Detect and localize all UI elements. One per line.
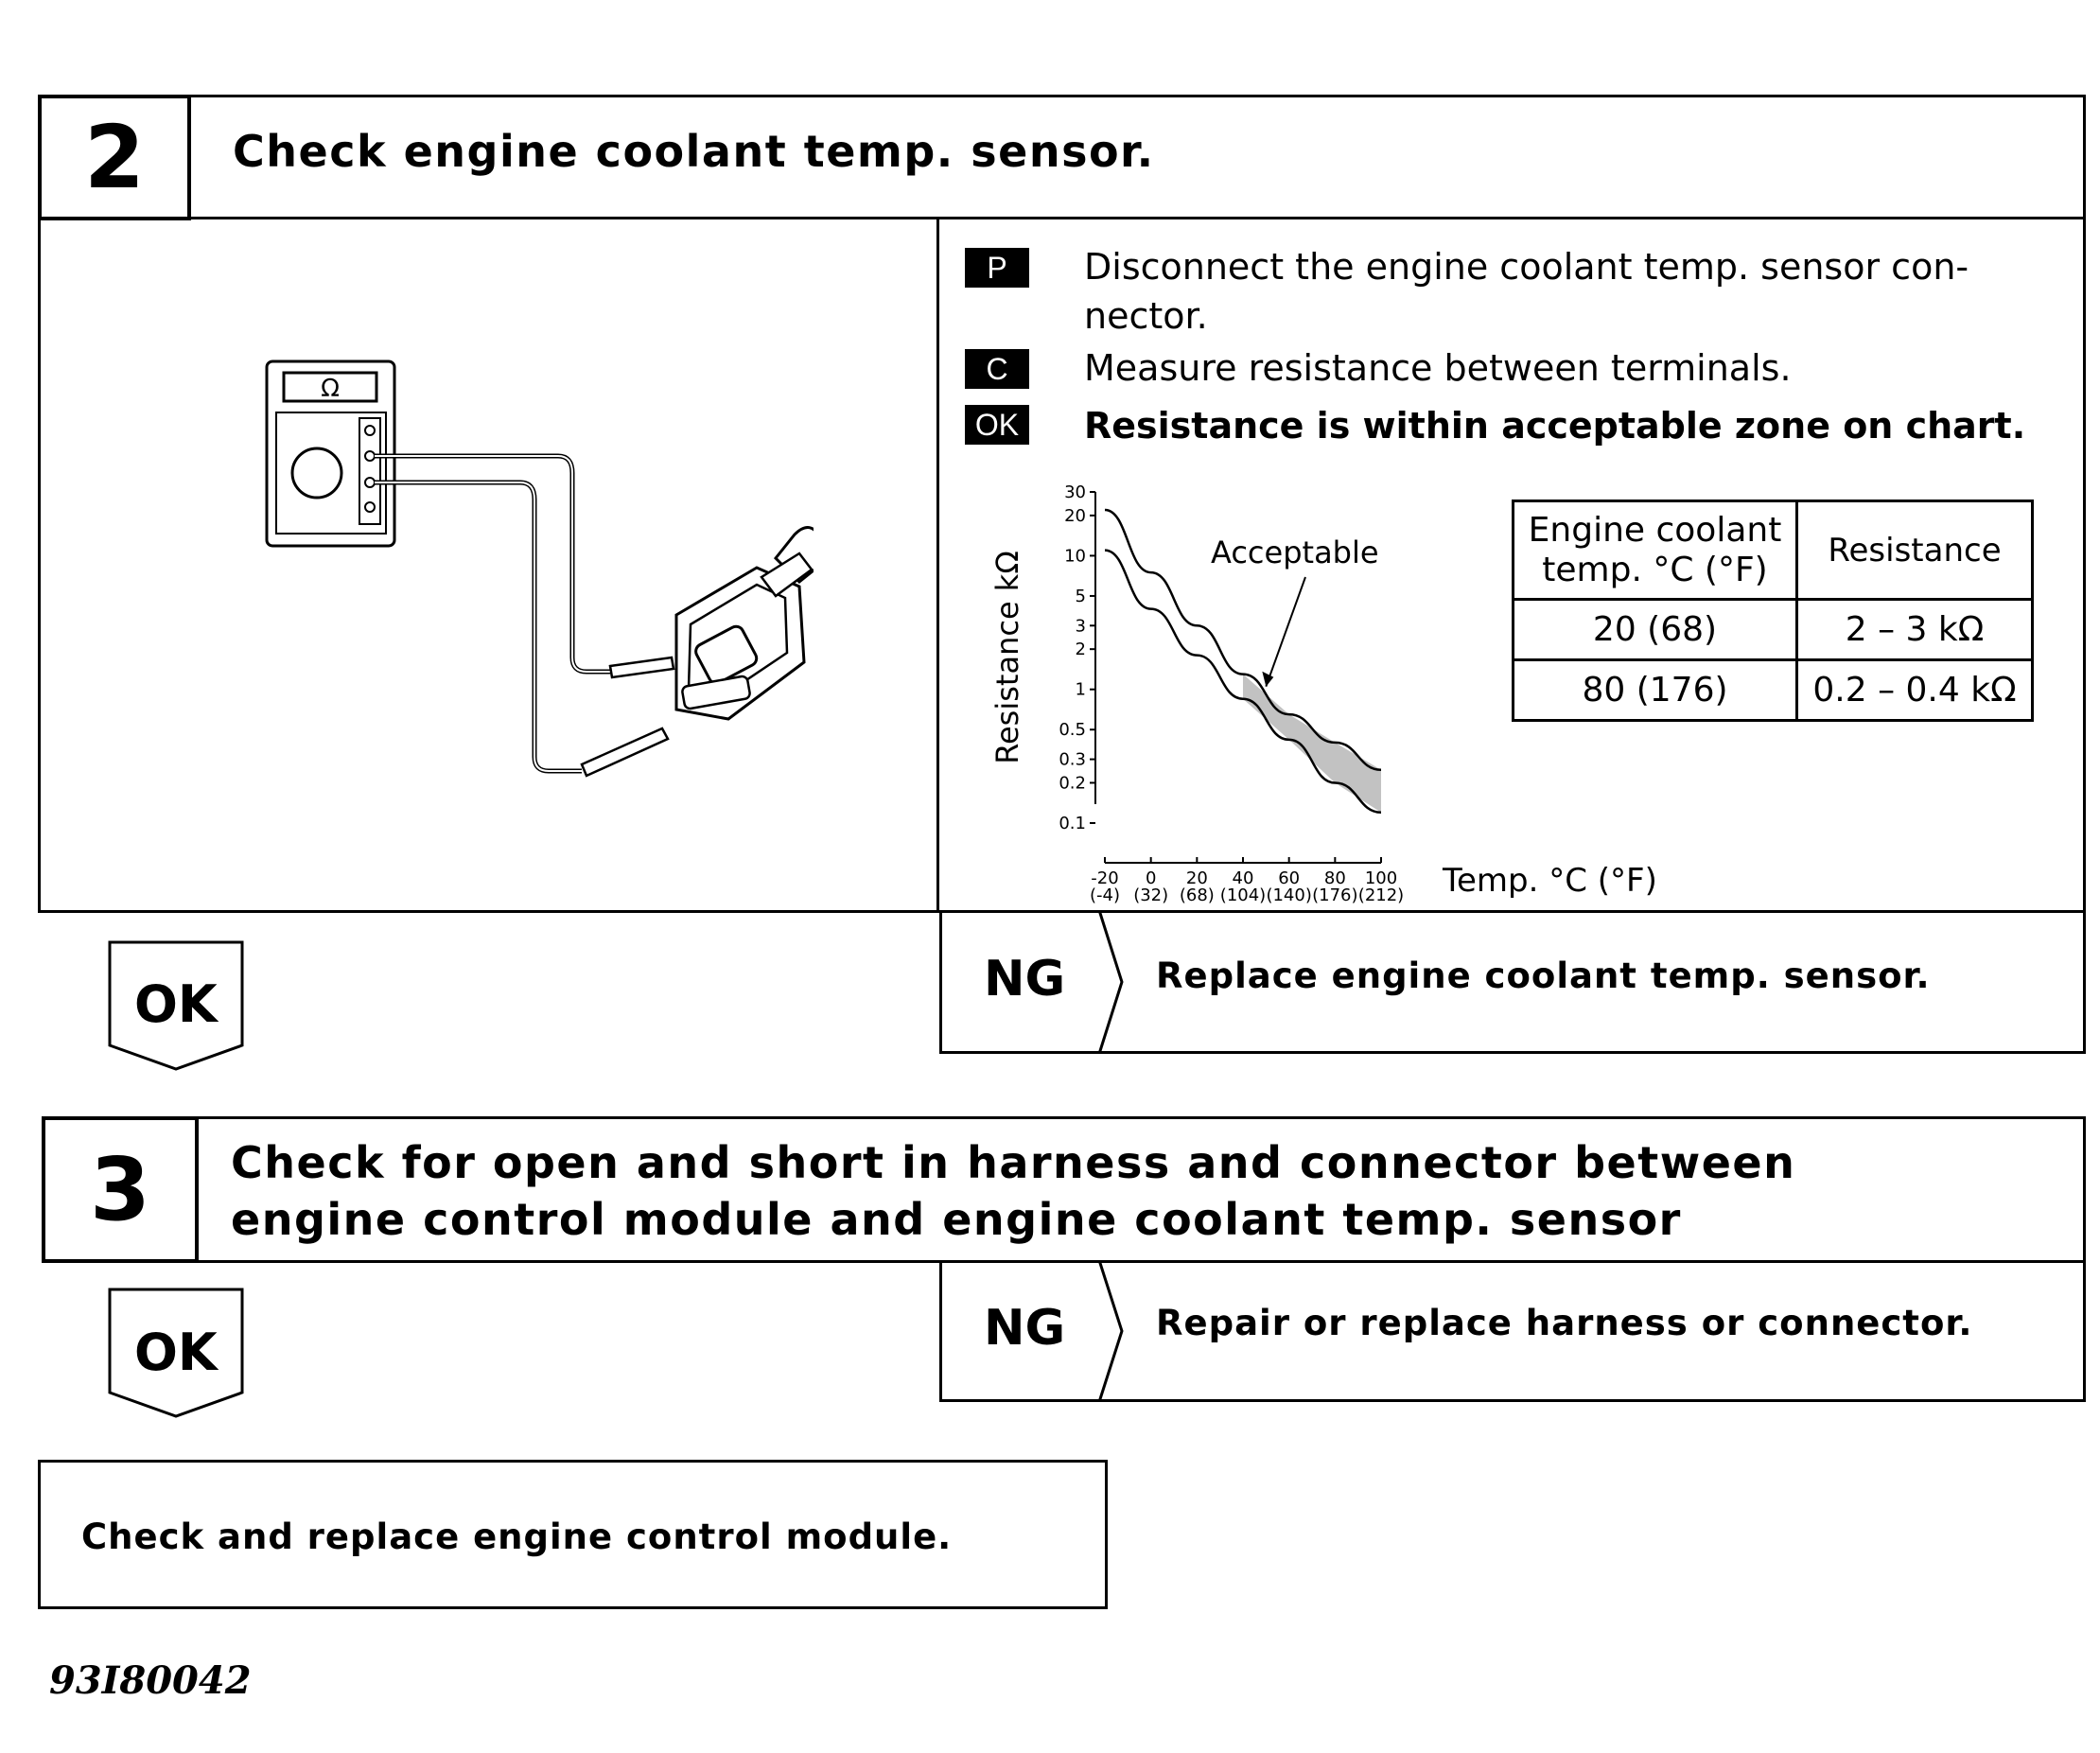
- table-header-temp-line2: temp. °C (°F): [1542, 550, 1768, 589]
- y-tick-label: 0.2: [1059, 773, 1086, 793]
- y-tick-label: 5: [1076, 587, 1086, 606]
- y-axis-label: Resistance kΩ: [989, 551, 1025, 764]
- table-cell-temp: 20 (68): [1512, 598, 1798, 661]
- x-tick-label-f: (104): [1220, 885, 1266, 905]
- x-axis-label: Temp. °C (°F): [1442, 862, 1657, 900]
- document-code: 93I80042: [49, 1658, 252, 1703]
- y-tick-label: 20: [1064, 506, 1086, 526]
- x-tick-label: 60: [1278, 868, 1300, 888]
- step2-ng-chevron: [1097, 910, 1124, 1054]
- badge-c: C: [965, 349, 1029, 389]
- resistance-chart: 30201053210.50.30.20.1-20(-4)0(32)20(68)…: [989, 482, 1657, 905]
- acceptable-zone: [1243, 674, 1381, 813]
- lower-limit-curve: [1104, 549, 1382, 815]
- y-tick-label: 0.1: [1059, 814, 1086, 833]
- step2-title: Check engine coolant temp. sensor.: [233, 126, 1155, 177]
- y-tick-label: 0.5: [1059, 720, 1086, 740]
- instruction-disconnect-line2: nector.: [1084, 295, 1208, 337]
- table-row: 20 (68) 2 – 3 kΩ: [1512, 598, 2034, 661]
- x-tick-label-f: (176): [1312, 885, 1357, 905]
- step3-ok-arrow: [108, 1288, 244, 1418]
- step3-title-line1: Check for open and short in harness and …: [231, 1137, 1796, 1188]
- x-tick-label: 20: [1186, 868, 1208, 888]
- step3-ng-action: Repair or replace harness or connector.: [1156, 1303, 1973, 1343]
- x-tick-label: 40: [1233, 868, 1254, 888]
- x-tick-label: 0: [1146, 868, 1156, 888]
- step3-ng-label: NG: [984, 1300, 1066, 1357]
- instruction-measure: Measure resistance between terminals.: [1084, 347, 1792, 389]
- step2-ng-label: NG: [984, 951, 1066, 1008]
- x-tick-label: 100: [1365, 868, 1397, 888]
- final-action-box: [38, 1460, 1108, 1609]
- table-cell-resistance: 2 – 3 kΩ: [1795, 598, 2034, 661]
- annotation-pointer: [1265, 576, 1306, 688]
- resistance-spec-table: Engine coolant temp. °C (°F) Resistance …: [1512, 500, 2034, 722]
- badge-ok: OK: [965, 405, 1029, 445]
- badge-p: P: [965, 248, 1029, 288]
- step3-ng-box: [939, 1260, 2086, 1402]
- step2-column-divider: [936, 217, 939, 913]
- y-tick-label: 10: [1064, 546, 1086, 566]
- step2-number: 2: [38, 95, 191, 220]
- x-tick-label: -20: [1091, 868, 1118, 888]
- instruction-disconnect-line1: Disconnect the engine coolant temp. sens…: [1084, 246, 1969, 288]
- step2-ng-box: [939, 910, 2086, 1054]
- ohm-symbol: Ω: [321, 375, 340, 403]
- x-tick-label-f: (212): [1358, 885, 1404, 905]
- y-tick-label: 1: [1076, 680, 1086, 700]
- step3-title-line2: engine control module and engine coolant…: [231, 1194, 1682, 1245]
- step3-number: 3: [42, 1116, 199, 1263]
- step3-ok-label: OK: [134, 1323, 218, 1382]
- x-tick-label-f: (68): [1180, 885, 1215, 905]
- y-tick-label: 2: [1076, 640, 1086, 659]
- y-tick-label: 0.3: [1059, 750, 1086, 770]
- step2-ng-action: Replace engine coolant temp. sensor.: [1156, 955, 1931, 996]
- table-header-resistance: Resistance: [1795, 500, 2034, 601]
- step3-ng-chevron: [1097, 1260, 1124, 1402]
- table-header-temp: Engine coolant temp. °C (°F): [1512, 500, 1798, 601]
- upper-limit-curve: [1104, 508, 1382, 772]
- y-tick-label: 30: [1064, 482, 1086, 502]
- annotation-arrowhead: [1262, 671, 1274, 687]
- table-cell-resistance: 0.2 – 0.4 kΩ: [1795, 658, 2034, 722]
- acceptable-annotation: Acceptable: [1211, 535, 1379, 570]
- ohmmeter-illustration: Ω: [265, 359, 814, 778]
- instruction-acceptable: Resistance is within acceptable zone on …: [1084, 405, 2026, 447]
- x-tick-label-f: (-4): [1090, 885, 1120, 905]
- table-cell-temp: 80 (176): [1512, 658, 1798, 722]
- x-tick-label: 80: [1324, 868, 1346, 888]
- table-header-temp-line1: Engine coolant: [1528, 510, 1782, 550]
- x-tick-label-f: (140): [1266, 885, 1311, 905]
- final-action-text: Check and replace engine control module.: [81, 1516, 953, 1557]
- x-tick-label-f: (32): [1133, 885, 1168, 905]
- table-row: 80 (176) 0.2 – 0.4 kΩ: [1512, 658, 2034, 722]
- y-tick-label: 3: [1076, 616, 1086, 636]
- step2-header-divider: [38, 217, 2086, 219]
- step2-ok-label: OK: [134, 974, 218, 1034]
- step2-ok-arrow: [108, 940, 244, 1071]
